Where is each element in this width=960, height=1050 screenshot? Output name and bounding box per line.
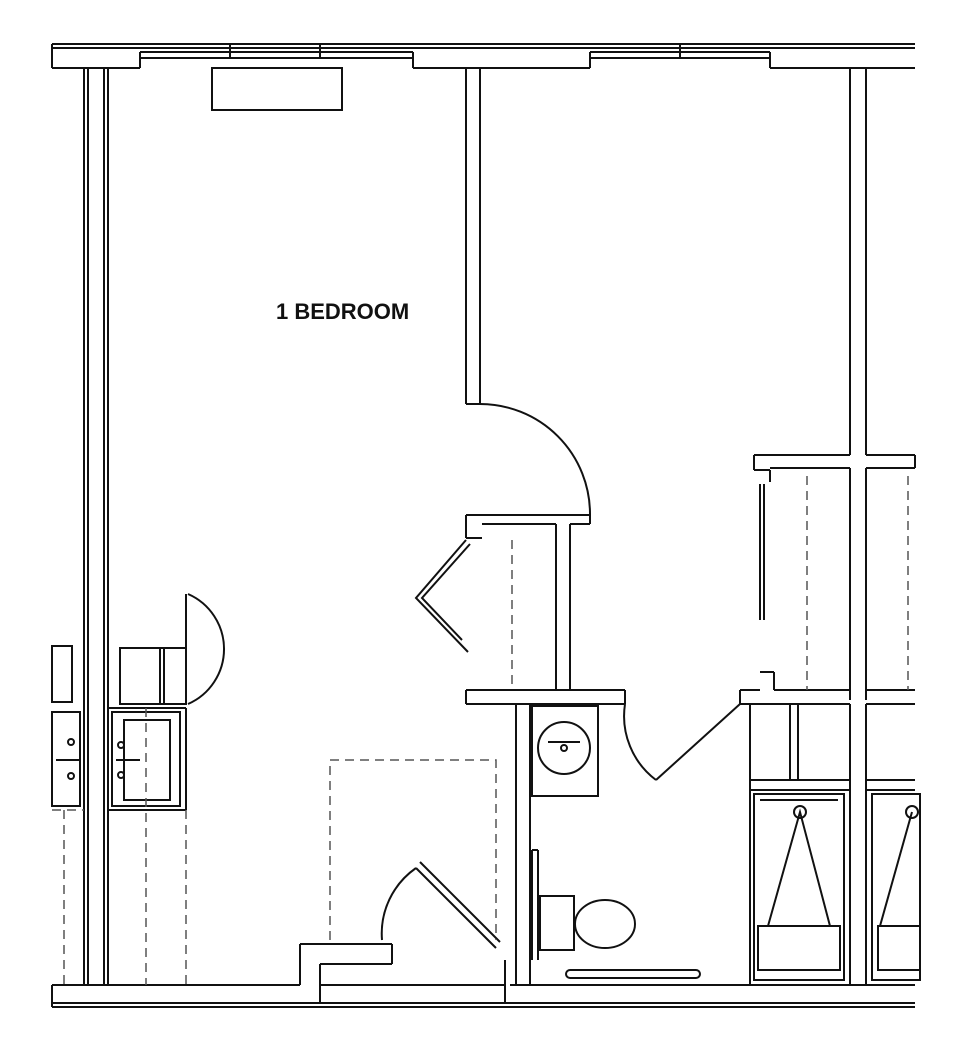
- closet-wall: [465, 514, 591, 690]
- refrigerator-door[interactable]: [185, 593, 226, 705]
- room-label: 1 BEDROOM: [276, 299, 409, 324]
- adjacent-unit-fixtures: [51, 645, 81, 807]
- adjacent-bathtub: [871, 793, 921, 981]
- entry-door[interactable]: [380, 861, 501, 949]
- kitchen-counter: [108, 707, 187, 811]
- window: [229, 44, 681, 58]
- bathroom-top-wall: [465, 689, 626, 705]
- bedroom-partition-wall: [465, 68, 481, 405]
- bathroom-wall: [515, 704, 531, 985]
- grab-bar: [565, 969, 701, 979]
- bath-closet-wall: [739, 468, 915, 985]
- bathtub[interactable]: [753, 793, 845, 981]
- toilet[interactable]: [531, 849, 636, 960]
- sliding-closet-door[interactable]: [759, 484, 765, 620]
- left-wall: [83, 68, 109, 985]
- bedroom-right-wall: [753, 68, 915, 482]
- bathroom-door[interactable]: [623, 703, 741, 781]
- radiator-unit: [211, 67, 343, 111]
- rug-outline: [329, 759, 497, 940]
- bottom-exterior-wall: [51, 943, 915, 1008]
- bifold-closet-door[interactable]: [414, 539, 471, 653]
- bathroom-sink[interactable]: [531, 705, 599, 797]
